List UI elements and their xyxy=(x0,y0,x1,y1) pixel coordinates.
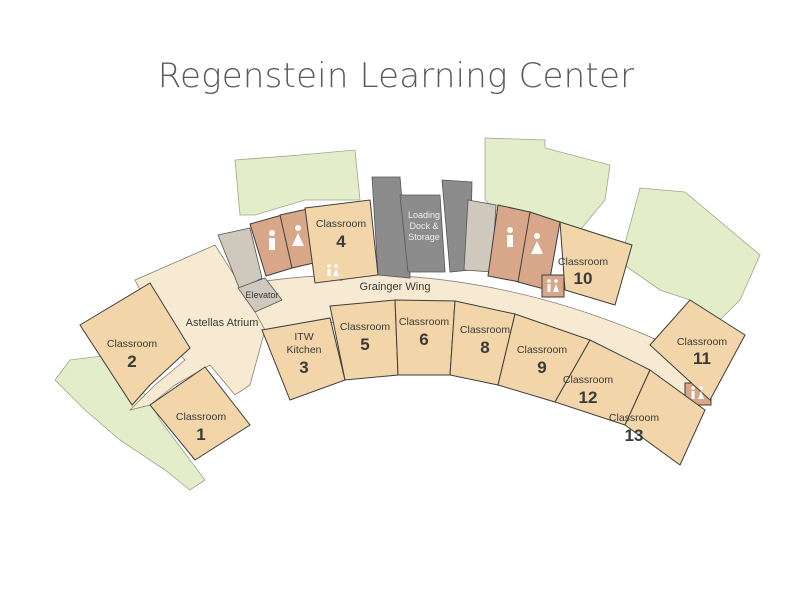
elevator-shaft xyxy=(237,277,283,313)
classroom-8-number: 8 xyxy=(480,338,489,357)
classroom-13-number: 13 xyxy=(625,426,644,445)
classroom-11-number: 11 xyxy=(693,349,711,368)
classroom-5-label: Classroom xyxy=(340,321,390,333)
classroom-12-label: Classroom xyxy=(563,374,613,386)
room-labels: Classroom 1 Classroom 2 ITW Kitchen 3 Cl… xyxy=(107,218,727,445)
classroom-10 xyxy=(559,221,633,306)
itw-kitchen-label-line1: ITW xyxy=(294,331,313,343)
classroom-6-label: Classroom xyxy=(399,316,449,328)
classrooms xyxy=(79,199,746,466)
astellas-atrium-label: Astellas Atrium xyxy=(186,317,259,329)
loading-dock-label-line2: Dock & xyxy=(409,221,438,231)
classroom-2 xyxy=(79,282,191,406)
restroom-unisex-icon xyxy=(327,264,339,276)
grass-areas xyxy=(54,137,761,491)
classroom-13 xyxy=(624,369,706,466)
restroom-women-icon xyxy=(292,225,304,246)
restroom-men-icon xyxy=(269,230,275,250)
restroom-unisex-icon xyxy=(547,279,559,292)
loading-dock-label-line3: Storage xyxy=(408,232,440,242)
restroom-icons xyxy=(269,225,704,399)
classroom-2-number: 2 xyxy=(127,352,136,371)
classroom-13-label: Classroom xyxy=(609,412,659,424)
restroom-unisex-icon xyxy=(691,386,704,399)
grainger-wing-label: Grainger Wing xyxy=(360,281,431,293)
classroom-9-label: Classroom xyxy=(517,344,567,356)
loading-dock xyxy=(399,194,446,273)
classroom-10-label: Classroom xyxy=(558,256,608,268)
itw-kitchen-number: 3 xyxy=(299,358,308,377)
map-title: Regenstein Learning Center xyxy=(157,56,635,96)
loading-dock-label-line1: Loading xyxy=(408,210,440,220)
classroom-11 xyxy=(649,299,746,401)
classroom-12-number: 12 xyxy=(579,388,598,407)
classroom-1-label: Classroom xyxy=(176,411,226,423)
classroom-4 xyxy=(304,199,379,284)
classroom-6-number: 6 xyxy=(419,330,428,349)
classroom-10-number: 10 xyxy=(574,269,593,288)
itw-kitchen-label-line2: Kitchen xyxy=(286,344,321,356)
classroom-1 xyxy=(149,366,251,461)
elevator-label: Elevator xyxy=(245,290,278,300)
restroom-women-icon xyxy=(531,233,543,254)
classroom-1-number: 1 xyxy=(196,425,205,444)
stair-left xyxy=(217,227,263,291)
restroom-unisex-right xyxy=(541,274,565,298)
classroom-5-number: 5 xyxy=(360,335,369,354)
classroom-4-label: Classroom xyxy=(316,218,366,230)
restroom-men-icon xyxy=(507,227,513,247)
classroom-9-number: 9 xyxy=(537,358,546,377)
classroom-11-label: Classroom xyxy=(677,336,727,348)
area-labels: Astellas Atrium Grainger Wing Elevator L… xyxy=(186,210,440,329)
classroom-2-label: Classroom xyxy=(107,338,157,350)
classroom-8-label: Classroom xyxy=(460,324,510,336)
grass-top-left xyxy=(234,149,361,216)
classroom-4-number: 4 xyxy=(336,232,346,251)
